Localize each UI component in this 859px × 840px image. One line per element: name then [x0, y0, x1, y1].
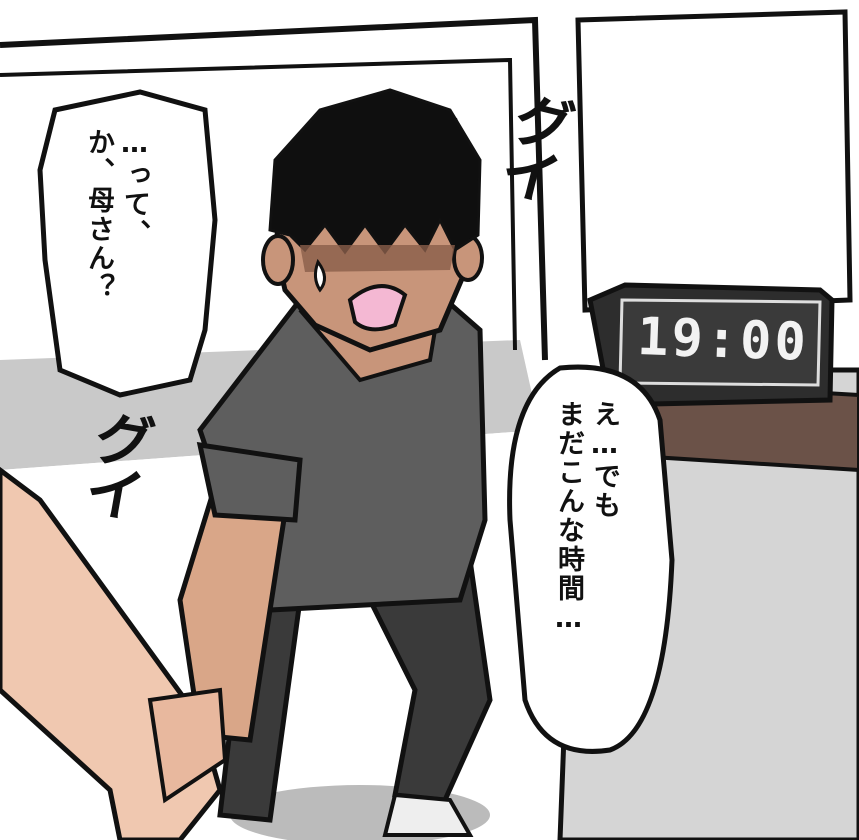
mouth: [347, 284, 408, 332]
hair: [268, 88, 482, 255]
clock-time-display: 19:00: [636, 307, 810, 373]
wall-panel: [575, 9, 853, 313]
sock: [382, 792, 474, 837]
hands-clasped: [147, 687, 228, 804]
left-speech-bubble: [37, 89, 218, 398]
door-frame: [0, 16, 548, 361]
sfx-middle: グイ: [71, 402, 159, 522]
right-speech-bubble: [507, 364, 675, 754]
clock-screen: [618, 298, 822, 387]
right-bubble-text: え…でも まだこんな時間…: [553, 400, 620, 636]
left-bubble-text: …って、 か、母さん？: [83, 128, 150, 302]
sleeve: [196, 441, 303, 523]
